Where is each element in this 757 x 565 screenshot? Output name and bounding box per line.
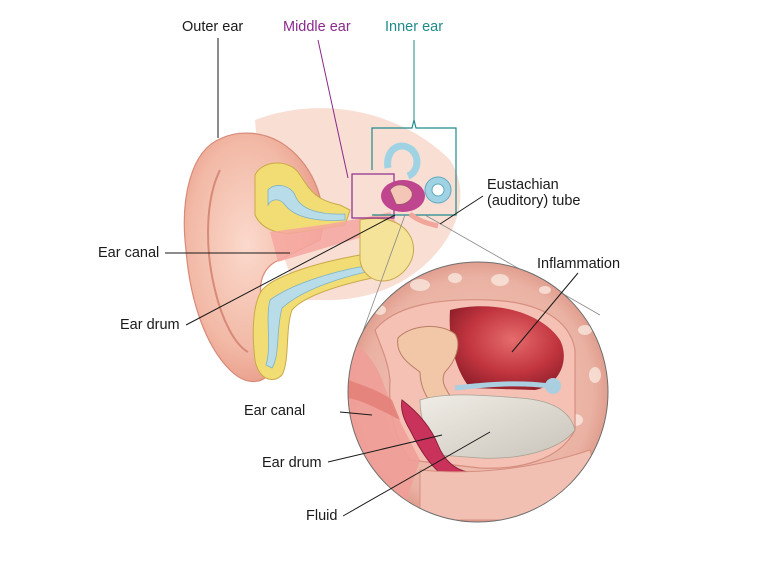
zoom-circle-border <box>347 261 609 523</box>
label-ear-drum-top: Ear drum <box>120 317 180 333</box>
leader-ear-drum-zoom <box>327 434 443 463</box>
leader-ear-canal-zoom <box>339 411 373 416</box>
label-inner-ear: Inner ear <box>385 19 444 35</box>
label-eustachian-line2: (auditory) tube <box>487 193 581 209</box>
cartilage-blue-upper <box>267 185 346 221</box>
zoom-contents <box>348 273 608 521</box>
leader-ear-drum-top <box>185 214 396 326</box>
label-inflammation: Inflammation <box>537 256 621 272</box>
nerve-zoom <box>454 381 551 391</box>
zoom-line-left <box>357 214 406 346</box>
leader-eustachian <box>439 195 484 225</box>
pinna-fold <box>207 169 249 353</box>
leader-fluid <box>342 431 491 517</box>
leader-middle-ear <box>317 39 349 179</box>
cartilage-lower <box>252 254 381 380</box>
label-ear-canal-top: Ear canal <box>98 245 160 261</box>
inflammation-area <box>449 306 564 390</box>
semicircular-canals <box>384 142 421 180</box>
leader-inflammation <box>511 272 579 353</box>
label-fluid: Fluid <box>306 508 338 524</box>
label-ear-drum-zoom: Ear drum <box>262 455 322 471</box>
nerve-end-zoom <box>545 378 561 394</box>
zoom-line-right <box>424 214 601 316</box>
canal-skin-zoom <box>348 380 400 420</box>
label-ear-canal-zoom: Ear canal <box>244 403 306 419</box>
label-eustachian-line1: Eustachian <box>487 177 559 193</box>
ossicles-zoom <box>397 325 459 419</box>
ossicles <box>389 184 413 205</box>
cartilage-blue-lower <box>265 265 367 369</box>
inner-ear-bracket <box>371 119 457 216</box>
eustachian-tube-shape <box>408 212 439 229</box>
cochlea-inner <box>431 183 445 197</box>
leader-lines <box>165 38 579 517</box>
label-middle-ear: Middle ear <box>283 19 351 35</box>
temporal-bone <box>359 217 414 282</box>
label-outer-ear: Outer ear <box>182 19 244 35</box>
